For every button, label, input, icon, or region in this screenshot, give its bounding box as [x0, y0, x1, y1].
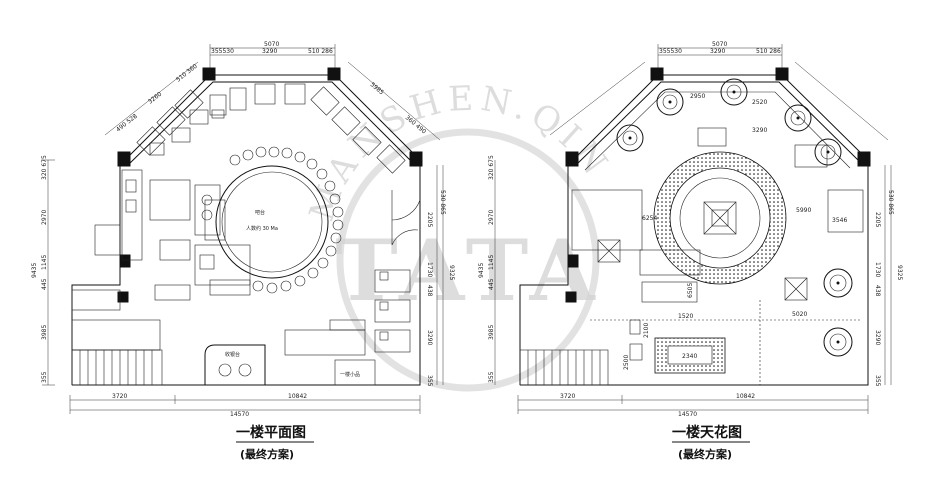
watermark-center-text: TATA	[335, 221, 601, 320]
rdim-inner-g: 6505	[687, 283, 694, 298]
right-plan-title: 一楼天花图	[672, 424, 742, 441]
dim-right-d: 438	[426, 285, 433, 297]
dim-top-c: 510 286	[308, 48, 333, 55]
rdim-right-d: 438	[874, 285, 881, 297]
dim-top-total: 5070	[264, 41, 279, 48]
rdim-bottom-b: 10842	[736, 393, 755, 400]
rdim-inner-i: 1520	[678, 313, 693, 320]
ceiling-plan-drawing: 5070 355530 3290 510 286 320 675 2970 94…	[478, 41, 903, 461]
left-plan-subtitle: (最终方案)	[240, 447, 294, 461]
rdim-right-total: 9325	[896, 265, 903, 280]
rdim-right-f: 355	[874, 375, 881, 387]
rdim-left-c: 445	[488, 278, 495, 290]
dim-left-total: 9435	[31, 263, 38, 278]
stair-label: 一楼小品	[340, 371, 360, 378]
staircase	[71, 349, 163, 386]
lower-bar-ceiling: 2340	[629, 319, 726, 374]
dim-left-a: 320 675	[41, 155, 48, 180]
dim-right-c: 1730	[426, 262, 433, 277]
floor-plan-drawing: 5070 355530 3290 510 286 510 360 3260 49…	[31, 41, 455, 461]
dim-right-e: 3290	[426, 330, 433, 345]
dim-diag-left-c: 490 528	[115, 113, 139, 134]
left-plan-title: 一楼平面图	[236, 424, 306, 441]
dim-right-total: 9325	[448, 265, 455, 280]
dim-bottom-b: 10842	[288, 393, 307, 400]
staircase-ceiling	[519, 349, 609, 386]
dim-top-a: 355530	[211, 48, 234, 55]
rdim-inner-a: 2950	[690, 93, 705, 100]
rdim-inner-k: 2500	[623, 355, 630, 370]
rdim-right-c: 1730	[874, 262, 881, 277]
dim-left-f: 355	[41, 371, 48, 383]
booth-seating-top	[209, 83, 306, 119]
bar-label: 吧台	[255, 209, 265, 216]
rdim-top-a: 355530	[659, 48, 682, 55]
rdim-top-b: 3290	[710, 48, 725, 55]
rdim-inner-c: 3290	[752, 127, 767, 134]
ceiling-ring	[653, 151, 787, 285]
rdim-left-f: 355	[488, 371, 495, 383]
rdim-left-a: 320 675	[488, 155, 495, 180]
dim-top-b: 3290	[262, 48, 277, 55]
rdim-bottom-total: 14570	[678, 411, 697, 418]
cashier-label: 收银台	[225, 351, 240, 358]
rdim-inner-f: 3546	[832, 217, 847, 224]
booth-seating-right	[310, 86, 406, 174]
circular-bar: 吧台 人数约 30 Ma	[204, 146, 344, 294]
rdim-inner-bar: 2340	[682, 353, 697, 360]
rdim-inner-j: 2100	[643, 323, 650, 338]
rdim-top-c: 510 286	[756, 48, 781, 55]
rdim-inner-h: 5020	[792, 311, 807, 318]
rdim-right-b: 2205	[874, 212, 881, 227]
rdim-left-e: 3985	[488, 325, 495, 340]
dim-left-d: 1145	[41, 255, 48, 270]
rdim-inner-b: 2520	[752, 99, 767, 106]
dim-left-e: 3985	[41, 325, 48, 340]
dim-bottom-total: 14570	[230, 411, 249, 418]
dim-diag-right-a: 5985	[369, 81, 385, 96]
lower-dining-area: 收银台 一楼小品	[71, 190, 421, 386]
rdim-right-e: 3290	[874, 330, 881, 345]
watermark: MANSHEN.QIN TATA	[302, 79, 612, 392]
kitchen-area	[94, 169, 251, 301]
dim-right-f: 355	[426, 375, 433, 387]
right-plan-subtitle: (最终方案)	[678, 447, 732, 461]
rdim-bottom-a: 3720	[560, 393, 575, 400]
dim-left-c: 445	[41, 278, 48, 290]
booth-seating-left	[136, 89, 209, 156]
dim-right-a: 530 865	[439, 190, 446, 215]
rdim-left-b: 2970	[488, 210, 495, 225]
rdim-left-total: 9435	[478, 263, 485, 278]
rdim-inner-e: 5990	[796, 207, 811, 214]
dim-left-b: 2970	[41, 210, 48, 225]
bar-note: 人数约 30 Ma	[246, 225, 278, 232]
bar-stools	[229, 146, 344, 294]
dim-diag-left-a: 510 360	[175, 63, 199, 84]
rdim-top-total: 5070	[712, 41, 727, 48]
pendant-lamps	[616, 78, 853, 357]
rdim-right-a: 530 865	[887, 190, 894, 215]
rdim-inner-d: 6254	[642, 215, 657, 222]
dim-bottom-a: 3720	[112, 393, 127, 400]
rdim-left-d: 1145	[488, 255, 495, 270]
dim-diag-left-b: 3260	[147, 91, 163, 106]
dim-right-b: 2205	[426, 212, 433, 227]
